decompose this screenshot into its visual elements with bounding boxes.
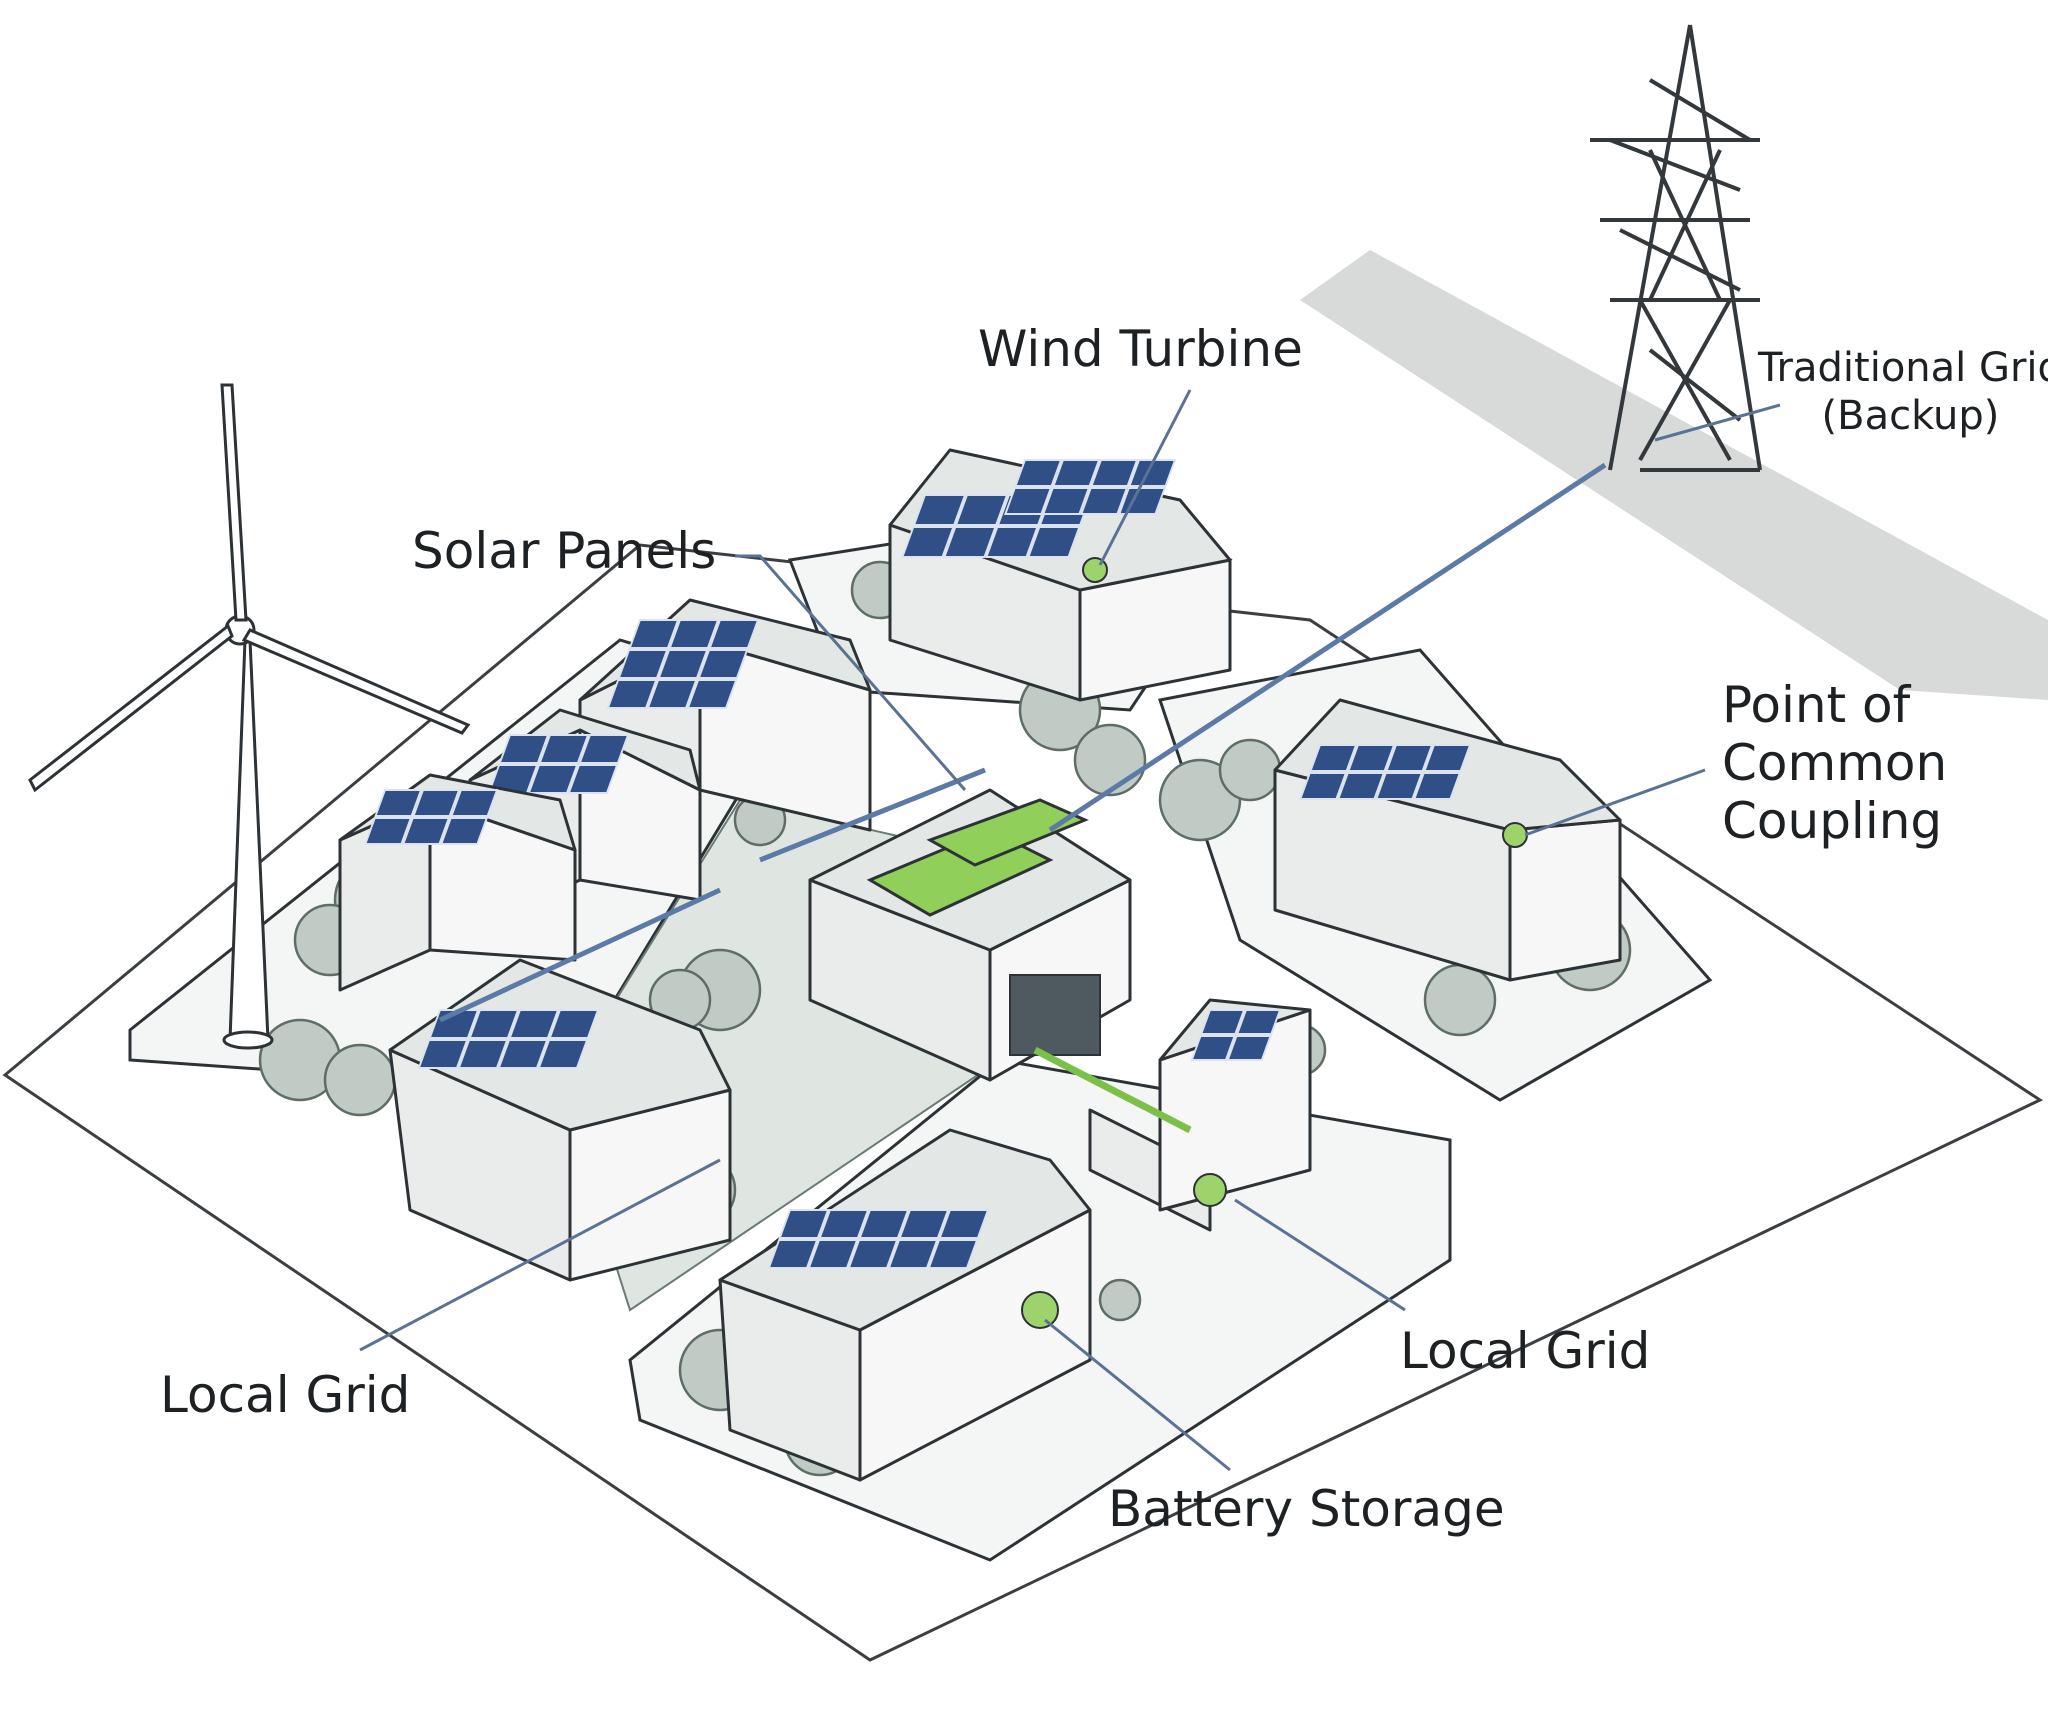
battery-unit-southeast: [1193, 1173, 1227, 1207]
label-traditional-grid-line1: Traditional Grid: [1758, 345, 2048, 391]
backup-grid-line: [1048, 462, 1607, 833]
label-pcc-line3: Coupling: [1722, 792, 1943, 850]
label-solar-panels: Solar Panels: [412, 522, 717, 580]
leader-lines: [359, 389, 1781, 1472]
label-pcc-line2: Common: [1722, 734, 1948, 792]
house-south: [718, 1128, 1092, 1482]
house-north: [888, 448, 1232, 702]
electrical-lines: [438, 462, 1607, 1134]
house-west: [338, 773, 577, 992]
house-east: [1273, 698, 1622, 982]
label-battery-storage: Battery Storage: [1108, 1480, 1505, 1538]
pcc-meter-east: [1502, 822, 1528, 848]
local-grid-line-center: [759, 767, 986, 863]
cube-building-southeast: [1088, 998, 1312, 1232]
label-local-grid-left: Local Grid: [160, 1366, 411, 1424]
battery-link-line: [1033, 1046, 1192, 1134]
label-point-of-common-coupling: Point of Common Coupling: [1722, 676, 1947, 850]
label-traditional-grid-line2: (Backup): [1821, 393, 2000, 439]
wind-turbine: [28, 383, 471, 1050]
label-traditional-grid: Traditional Grid (Backup): [1758, 344, 2048, 440]
transmission-tower: [1590, 24, 1762, 472]
label-local-grid-right: Local Grid: [1400, 1322, 1651, 1380]
battery-unit-south: [1021, 1291, 1059, 1329]
label-wind-turbine: Wind Turbine: [978, 320, 1303, 378]
label-pcc-line1: Point of: [1722, 676, 1911, 734]
transmission-corridor: [1300, 250, 2048, 700]
battery-bank: [866, 798, 1089, 917]
local-grid-line-left: [438, 887, 722, 1023]
